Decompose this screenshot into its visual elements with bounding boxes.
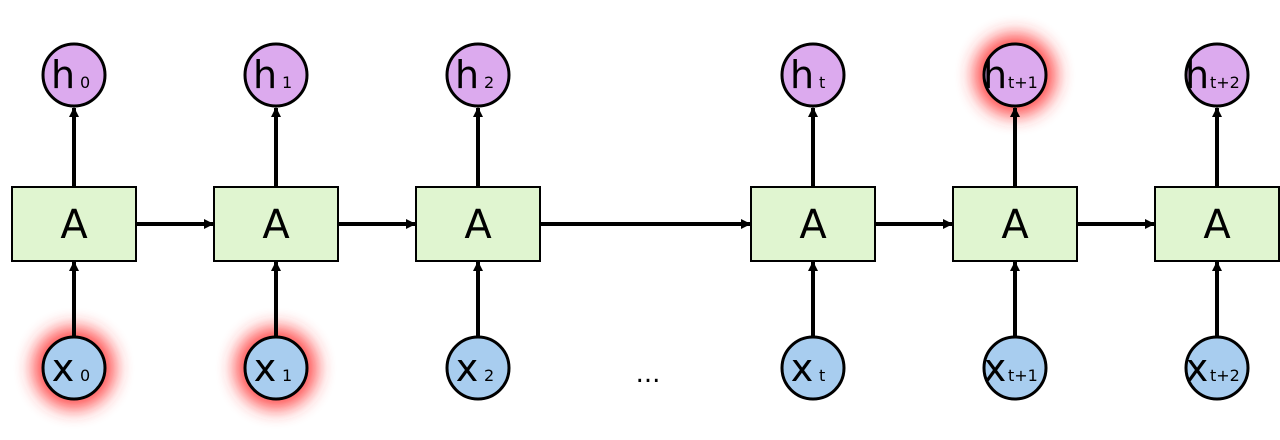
rnn-cell-label: A xyxy=(60,202,88,248)
rnn-cell: A xyxy=(952,186,1078,262)
rnn-cell-label: A xyxy=(1203,202,1231,248)
input-node-circle xyxy=(243,335,309,401)
rnn-cell-label: A xyxy=(799,202,827,248)
rnn-cell-box xyxy=(415,186,541,262)
rnn-cell: A xyxy=(415,186,541,262)
hidden-state-node-subscript: t xyxy=(819,73,825,92)
input-node-circle xyxy=(445,335,511,401)
input-node-subscript: t+2 xyxy=(1210,366,1240,385)
hidden-state-node-subscript: t+2 xyxy=(1210,73,1240,92)
arrow-layer xyxy=(69,107,1222,336)
input-node-symbol: x xyxy=(456,346,479,390)
rnn-cell-box xyxy=(750,186,876,262)
input-node-circle xyxy=(982,335,1048,401)
input-node-symbol: x xyxy=(52,346,75,390)
input-node-subscript: t xyxy=(819,366,825,385)
hidden-state-node-symbol: h xyxy=(983,53,1007,97)
rnn-cell-label: A xyxy=(262,202,290,248)
rnn-cell-box xyxy=(11,186,137,262)
rnn-cell-label: A xyxy=(464,202,492,248)
input-node-symbol: x xyxy=(984,346,1007,390)
highlight-glow-layer xyxy=(33,34,1056,409)
rnn-cell: A xyxy=(11,186,137,262)
input-node-subscript: 0 xyxy=(80,366,90,385)
rnn-cell-box xyxy=(1154,186,1280,262)
input-node-circle xyxy=(1184,335,1250,401)
input-node-circle xyxy=(41,335,107,401)
rnn-cell: A xyxy=(1154,186,1280,262)
input-node-symbol: x xyxy=(254,346,277,390)
hidden-state-node-circle xyxy=(1184,42,1250,108)
hidden-state-node-symbol: h xyxy=(51,53,75,97)
hidden-state-node-subscript: 0 xyxy=(80,73,90,92)
hidden-state-node-circle xyxy=(982,42,1048,108)
ellipsis: ... xyxy=(636,359,661,389)
rnn-cell-box xyxy=(213,186,339,262)
rnn-cell-label: A xyxy=(1001,202,1029,248)
hidden-state-node-subscript: 2 xyxy=(484,73,494,92)
input-node-symbol: x xyxy=(1186,346,1209,390)
input-node-subscript: 2 xyxy=(484,366,494,385)
hidden-state-node-symbol: h xyxy=(1185,53,1209,97)
hidden-state-node-circle xyxy=(41,42,107,108)
hidden-state-node-symbol: h xyxy=(253,53,277,97)
rnn-cell: A xyxy=(750,186,876,262)
hidden-state-node-circle xyxy=(780,42,846,108)
hidden-state-node-symbol: h xyxy=(790,53,814,97)
hidden-state-node-circle xyxy=(243,42,309,108)
rnn-cell: A xyxy=(213,186,339,262)
hidden-state-node-subscript: 1 xyxy=(282,73,292,92)
hidden-state-node-circle xyxy=(445,42,511,108)
hidden-state-node-symbol: h xyxy=(455,53,479,97)
input-node-circle xyxy=(780,335,846,401)
hidden-state-node-subscript: t+1 xyxy=(1008,73,1038,92)
rnn-cell-box xyxy=(952,186,1078,262)
input-node-subscript: t+1 xyxy=(1008,366,1038,385)
input-node-symbol: x xyxy=(791,346,814,390)
input-node-subscript: 1 xyxy=(282,366,292,385)
